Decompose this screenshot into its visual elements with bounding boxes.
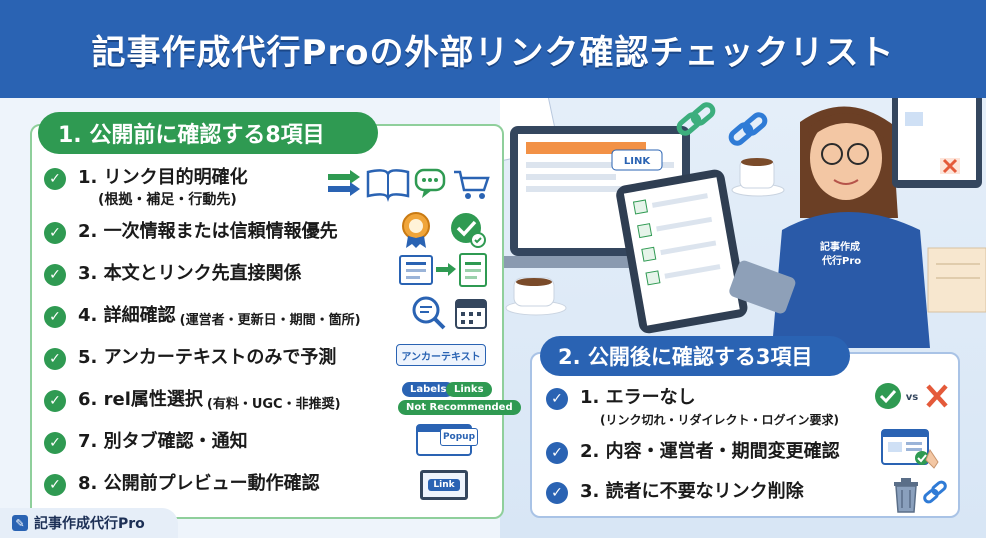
- pencil-icon: ✎: [12, 515, 28, 531]
- person-illustration: 記事作成 代行Pro: [729, 106, 930, 348]
- item-sub: (リンク切れ・リダイレクト・ログイン要求): [600, 413, 839, 427]
- check-icon: ✓: [44, 306, 66, 328]
- popup-label: Popup: [440, 428, 478, 446]
- rel-tag-not-recommended: Not Recommended: [398, 400, 521, 415]
- trash-icon: [894, 478, 918, 513]
- list-item: ✓ 3. 本文とリンク先直接関係: [44, 262, 302, 286]
- arrow-icon: [328, 170, 360, 196]
- item-label: 3. 本文とリンク先直接関係: [78, 263, 302, 284]
- vs-label: vs: [906, 392, 919, 403]
- check-icon: ✓: [44, 264, 66, 286]
- anchor-text-sample: アンカーテキスト: [396, 344, 486, 366]
- shopping-cart-icon: [454, 170, 490, 199]
- post-publish-heading: 2. 公開後に確認する3項目: [540, 336, 850, 376]
- calendar-icon: [455, 299, 487, 329]
- verified-badge-icon: [451, 213, 486, 248]
- item-sub: (有料・UGC・非推奨): [206, 397, 341, 412]
- item-label: 2. 内容・運営者・期間変更確認: [580, 441, 840, 462]
- item-sub: (運営者・更新日・期間・箇所): [179, 313, 361, 328]
- error-cross-icon: [926, 384, 948, 408]
- item-label: 4. 詳細確認: [78, 305, 176, 326]
- header-banner: 記事作成代行Proの外部リンク確認チェックリスト: [0, 0, 986, 98]
- item-label: 7. 別タブ確認・通知: [78, 431, 248, 452]
- list-item: ✓ 4. 詳細確認 (運営者・更新日・期間・箇所): [44, 304, 361, 328]
- check-icon: ✓: [546, 442, 568, 464]
- shirt-text-2: 代行Pro: [821, 254, 861, 267]
- list-item: ✓ 1. エラーなし (リンク切れ・リダイレクト・ログイン要求): [546, 386, 839, 430]
- link-label: Link: [428, 479, 460, 491]
- chain-link-icon: [728, 112, 768, 146]
- item-label: 2. 一次情報または信頼情報優先: [78, 221, 338, 242]
- list-item: ✓ 2. 一次情報または信頼情報優先: [44, 220, 338, 244]
- award-badge-icon: [402, 212, 430, 248]
- notebook-illustration: [927, 247, 986, 313]
- list-item: ✓ 6. rel属性選択 (有料・UGC・非推奨): [44, 388, 341, 412]
- coffee-cup-icon: [505, 277, 567, 316]
- monitor-icon: Link: [420, 470, 468, 500]
- item-label: 3. 読者に不要なリンク削除: [580, 481, 804, 502]
- item-label: 6. rel属性選択: [78, 389, 203, 410]
- arrow-icon: [436, 263, 456, 276]
- update-check-icon: [881, 429, 939, 469]
- document-icon: [459, 253, 487, 287]
- purpose-icons: [328, 168, 490, 202]
- laptop-link-label: LINK: [624, 156, 651, 167]
- list-item: ✓ 1. リンク目的明確化 (根拠・補足・行動先): [44, 166, 248, 210]
- list-item: ✓ 5. アンカーテキストのみで予測: [44, 346, 336, 370]
- list-item: ✓ 7. 別タブ確認・通知: [44, 430, 248, 454]
- check-icon: ✓: [44, 222, 66, 244]
- page-title: 記事作成代行Proの外部リンク確認チェックリスト: [91, 32, 895, 73]
- check-icon: ✓: [44, 348, 66, 370]
- link-tag: LINK: [611, 149, 663, 171]
- tablet-checklist-illustration: [616, 169, 748, 334]
- item-sub: (根拠・補足・行動先): [98, 192, 237, 208]
- detail-icons: [412, 296, 487, 330]
- check-icon: ✓: [44, 474, 66, 496]
- check-icon: ✓: [546, 482, 568, 504]
- item-label: 1. エラーなし: [580, 387, 696, 408]
- check-circle-icon: [875, 383, 901, 409]
- chain-link-icon: [923, 480, 947, 504]
- magnifier-icon: [412, 296, 446, 330]
- book-icon: [366, 169, 410, 202]
- relation-icons: [399, 253, 487, 287]
- list-item: ✓ 8. 公開前プレビュー動作確認: [44, 472, 320, 496]
- check-icon: ✓: [44, 390, 66, 412]
- check-icon: ✓: [546, 388, 568, 410]
- footer-brand-label: 記事作成代行Pro: [34, 516, 145, 532]
- coffee-cup-icon: [731, 158, 785, 197]
- item-label: 8. 公開前プレビュー動作確認: [78, 473, 320, 494]
- list-item: ✓ 3. 読者に不要なリンク削除: [546, 480, 804, 504]
- document-icon: [399, 255, 433, 285]
- shirt-text-1: 記事作成: [820, 240, 860, 253]
- check-icon: ✓: [44, 432, 66, 454]
- trash-link-icon: [894, 478, 947, 513]
- trust-icons: [402, 212, 486, 248]
- monitor-illustration: [892, 98, 982, 188]
- list-item: ✓ 2. 内容・運営者・期間変更確認: [546, 440, 840, 464]
- item-label: 1. リンク目的明確化: [78, 167, 248, 188]
- rel-tag-links: Links: [446, 382, 492, 397]
- footer-brand: ✎ 記事作成代行Pro: [0, 508, 178, 538]
- item-label: 5. アンカーテキストのみで予測: [78, 347, 337, 368]
- ok-vs-error-icons: vs: [875, 383, 948, 409]
- rel-tag-labels: Labels: [402, 382, 455, 397]
- check-icon: ✓: [44, 168, 66, 190]
- illustration-scene: LINK 記事作成 代行Pro: [500, 98, 986, 348]
- chat-bubble-icon: [414, 168, 446, 198]
- chain-link-icon: [676, 102, 716, 136]
- pre-publish-heading: 1. 公開前に確認する8項目: [38, 112, 378, 154]
